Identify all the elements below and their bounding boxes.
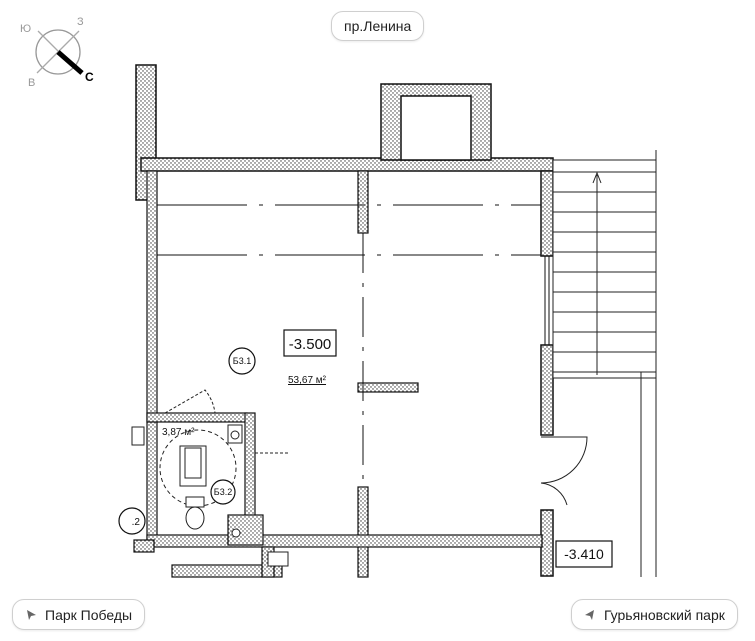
- room-area-main: 53,67 м²: [288, 375, 327, 386]
- compass-label-n: С: [85, 70, 94, 84]
- compass-icon: Ю З В С: [20, 16, 94, 89]
- level-stair: -3.410: [564, 546, 604, 562]
- room-id-partial: .2: [132, 517, 141, 528]
- street-bottom-left-text: Парк Победы: [45, 606, 133, 623]
- staircase: [552, 150, 657, 577]
- room-id-wc: Б3.2: [214, 487, 232, 497]
- street-label-bottom-left[interactable]: Парк Победы: [12, 599, 146, 630]
- room-id-main: Б3.1: [233, 356, 251, 366]
- compass-label-w: З: [77, 16, 84, 28]
- street-label-top[interactable]: пр.Ленина: [331, 11, 425, 41]
- room-tags: Б3.1 -3.500 53,67 м² 3,87 м² Б3.2 .2 -3.…: [118, 329, 613, 568]
- doors: [164, 389, 588, 506]
- navigation-arrow-icon: [585, 609, 594, 620]
- street-label-bottom-right[interactable]: Гурьяновский парк: [571, 599, 738, 630]
- compass-label-s: Ю: [20, 23, 31, 35]
- street-top-text: пр.Ленина: [344, 18, 412, 34]
- wc-fixtures: [131, 424, 289, 567]
- navigation-arrow-icon: [27, 609, 36, 620]
- room-area-wc: 3,87 м²: [162, 427, 195, 438]
- beam-lines: [157, 204, 541, 487]
- street-bottom-right-text: Гурьяновский парк: [604, 606, 725, 623]
- room-level-main: -3.500: [289, 336, 332, 353]
- compass-label-e: В: [28, 77, 35, 89]
